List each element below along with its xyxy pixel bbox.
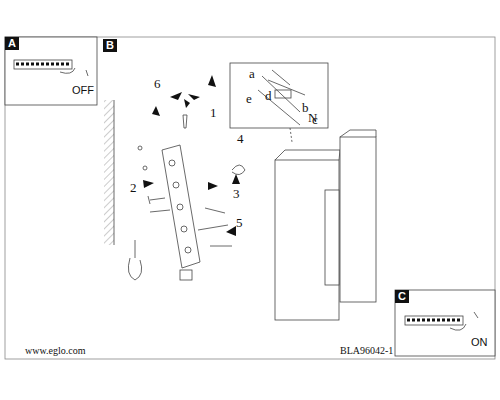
callout-label: 5 (236, 216, 243, 229)
panel: aedbNc (230, 63, 328, 128)
callout-label: 2 (130, 181, 137, 194)
callout-label: 4 (237, 132, 244, 145)
panel-text: OFF (72, 85, 94, 96)
panel-text: e (246, 92, 252, 105)
panel-text: c (312, 113, 318, 126)
panel-text: C (395, 290, 409, 303)
callout-label: 1 (210, 106, 217, 119)
callout-label: 6 (154, 77, 161, 90)
callout-label: www.eglo.com (25, 346, 85, 356)
panel-text: d (265, 89, 272, 102)
panel-text: A (5, 37, 19, 50)
panel-text: b (302, 101, 309, 114)
callout-label: 3 (233, 187, 240, 200)
panel-text: ON (471, 337, 488, 348)
panel: A OFF (5, 37, 97, 105)
callout-label: BLA96042-1 (340, 346, 393, 356)
panel-text: a (249, 67, 255, 80)
callout-label: B (103, 39, 117, 52)
panel: C ON (395, 290, 495, 356)
